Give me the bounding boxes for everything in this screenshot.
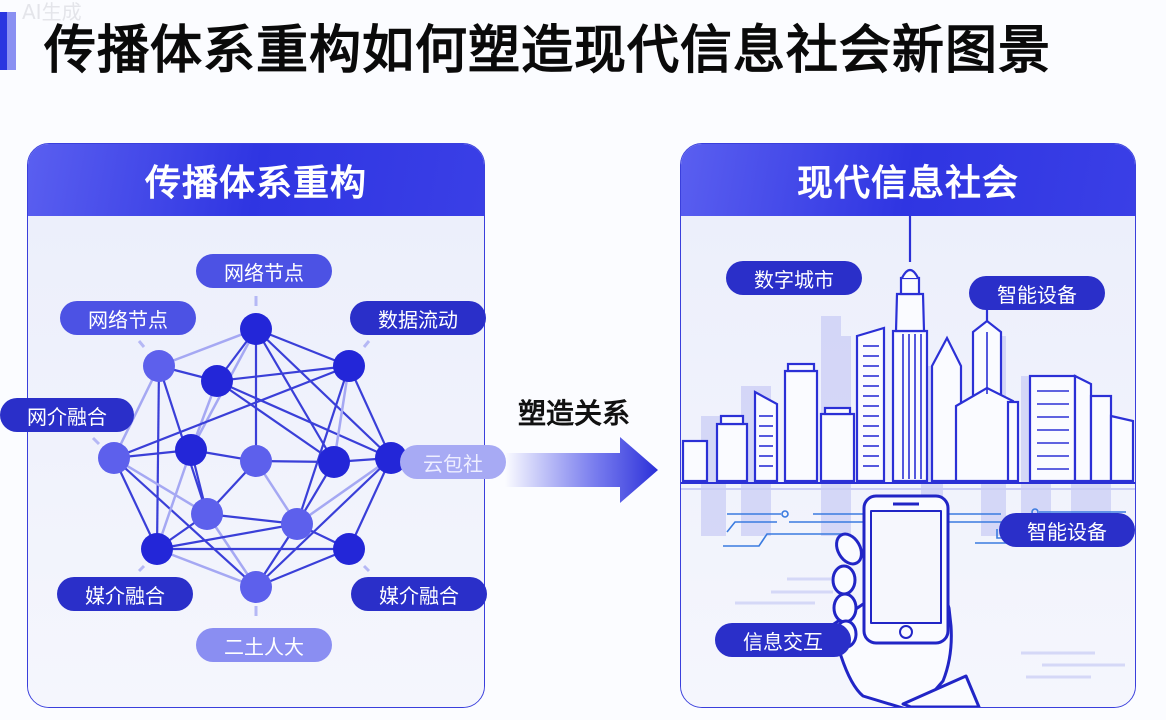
network-diagram [28, 216, 484, 707]
network-edge [155, 449, 193, 550]
network-node [281, 508, 313, 540]
label-network-node-top: 网络节点 [196, 254, 332, 288]
network-node [143, 350, 175, 382]
network-node [375, 442, 407, 474]
city-illustration [681, 216, 1135, 707]
network-node [175, 434, 207, 466]
network-edge [113, 457, 257, 588]
network-node [201, 365, 233, 397]
label-information-interaction: 信息交互 [715, 623, 851, 657]
label-media-fusion-left: 媒介融合 [57, 577, 193, 611]
label-bottom: 二土人大 [196, 628, 332, 662]
network-edge [216, 379, 392, 460]
network-edge [255, 328, 392, 459]
label-connector [137, 340, 146, 348]
network-node [240, 571, 272, 603]
network-edge [155, 365, 161, 550]
label-connector [362, 564, 371, 573]
network-node [98, 442, 130, 474]
network-node [240, 445, 272, 477]
network-edge [113, 457, 158, 550]
title-accent-bar [0, 12, 16, 70]
building-details [759, 332, 1069, 479]
network-graph [91, 296, 407, 616]
network-node [191, 498, 223, 530]
network-edge [113, 364, 350, 460]
label-smart-devices-bottom: 智能设备 [999, 513, 1135, 547]
label-data-flow: 数据流动 [350, 301, 486, 335]
network-edge [113, 456, 208, 516]
network-edge [347, 365, 393, 459]
network-edge [255, 328, 335, 463]
network-edge [216, 380, 335, 463]
city-skyline-illustration [681, 216, 1135, 707]
label-network-media-fusion: 网介融合 [0, 398, 134, 432]
label-network-node-left: 网络节点 [60, 301, 196, 335]
network-edge [255, 457, 392, 588]
right-arrow-icon [505, 437, 658, 503]
network-node [318, 446, 350, 478]
network-edge [296, 456, 392, 526]
label-cloud: 云包社 [400, 445, 506, 479]
network-node [240, 313, 272, 345]
left-panel-header: 传播体系重构 [28, 144, 484, 216]
network-edge [216, 364, 350, 383]
left-panel: 传播体系重构 [27, 143, 485, 708]
network-edge [348, 457, 392, 550]
right-panel-header: 现代信息社会 [681, 144, 1135, 216]
network-edge [295, 365, 351, 525]
network-edge [156, 522, 298, 551]
label-media-fusion-right: 媒介融合 [351, 577, 487, 611]
label-smart-devices-top: 智能设备 [969, 276, 1105, 310]
label-connector [91, 436, 101, 446]
network-edge [332, 365, 351, 463]
network-edge [158, 327, 257, 368]
network-node [141, 533, 173, 565]
network-edge [156, 547, 257, 589]
watermark: AI生成 [22, 0, 82, 24]
network-edge [255, 327, 350, 368]
motion-lines [735, 577, 1125, 679]
page-title: 传播体系重构如何塑造现代信息社会新图景 [44, 21, 1052, 81]
network-node [333, 350, 365, 382]
connector-label: 塑造关系 [518, 397, 631, 430]
right-panel: 现代信息社会 [680, 143, 1136, 708]
network-node [333, 533, 365, 565]
label-connector [137, 564, 146, 573]
network-edge [112, 365, 161, 459]
hand-holding-phone-icon [829, 494, 981, 707]
network-edge [255, 547, 350, 589]
label-digital-city: 数字城市 [726, 261, 862, 295]
label-connector [362, 340, 371, 348]
